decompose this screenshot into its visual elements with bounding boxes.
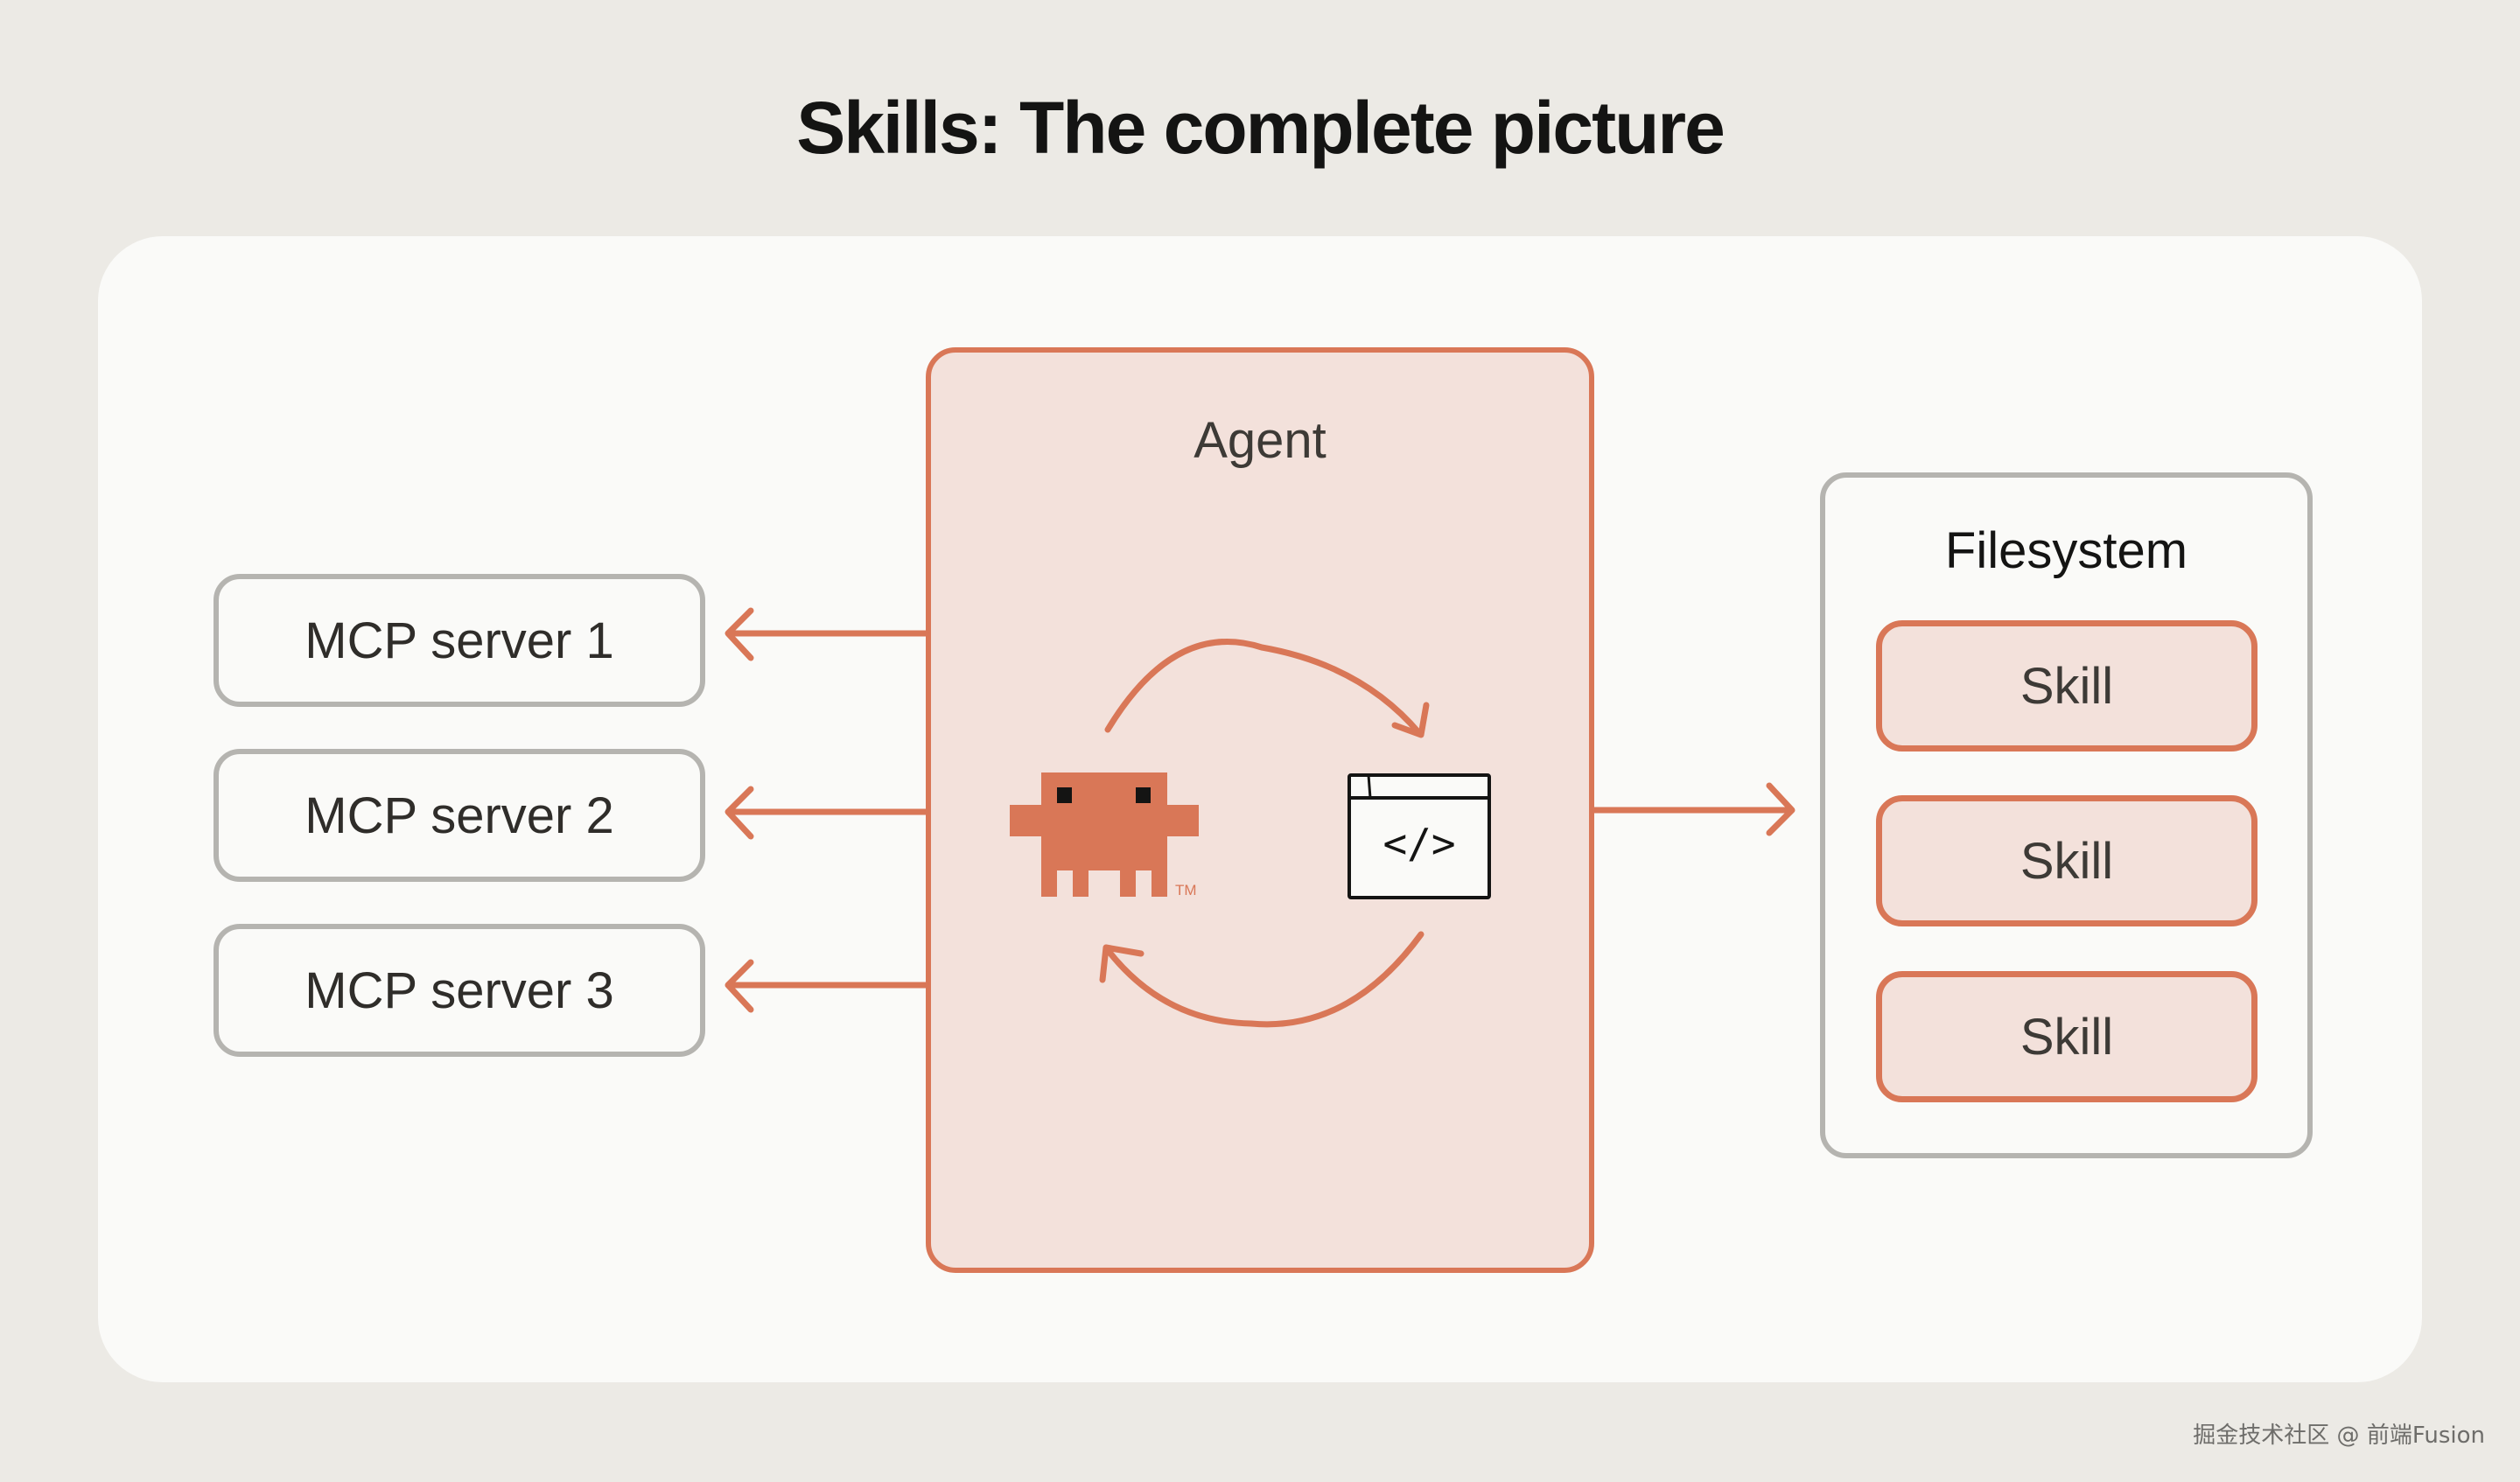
skill-label: Skill [2020,832,2114,890]
mcp-server-label: MCP server 2 [304,786,614,844]
mcp-server-label: MCP server 1 [304,612,614,669]
mcp-server-label: MCP server 3 [304,961,614,1019]
arrow-right-icon [1591,782,1796,836]
skill-box: Skill [1876,795,2258,926]
arrow-left-icon [724,607,929,661]
cycle-arrow-icon [1104,639,1430,738]
diagram-title: Skills: The complete picture [796,87,1726,169]
trademark-label: TM [1175,882,1197,898]
code-icon-glyph: </> [1382,820,1455,867]
mcp-server-box: MCP server 1 [214,574,705,707]
watermark: 掘金技术社区 @ 前端Fusion [2193,1423,2485,1449]
agent-label: Agent [1194,412,1326,469]
skill-label: Skill [2020,1008,2114,1066]
cycle-arrow-icon [1099,931,1424,1028]
robot-mascot-icon: TM [1010,772,1199,898]
mcp-server-box: MCP server 2 [214,749,705,882]
mcp-server-box: MCP server 3 [214,924,705,1057]
filesystem-label: Filesystem [1944,522,2188,579]
skill-label: Skill [2020,657,2114,715]
skill-box: Skill [1876,620,2258,751]
skill-box: Skill [1876,971,2258,1102]
arrow-left-icon [724,786,929,840]
code-window-icon: </> [1348,773,1491,899]
arrow-left-icon [724,959,929,1013]
